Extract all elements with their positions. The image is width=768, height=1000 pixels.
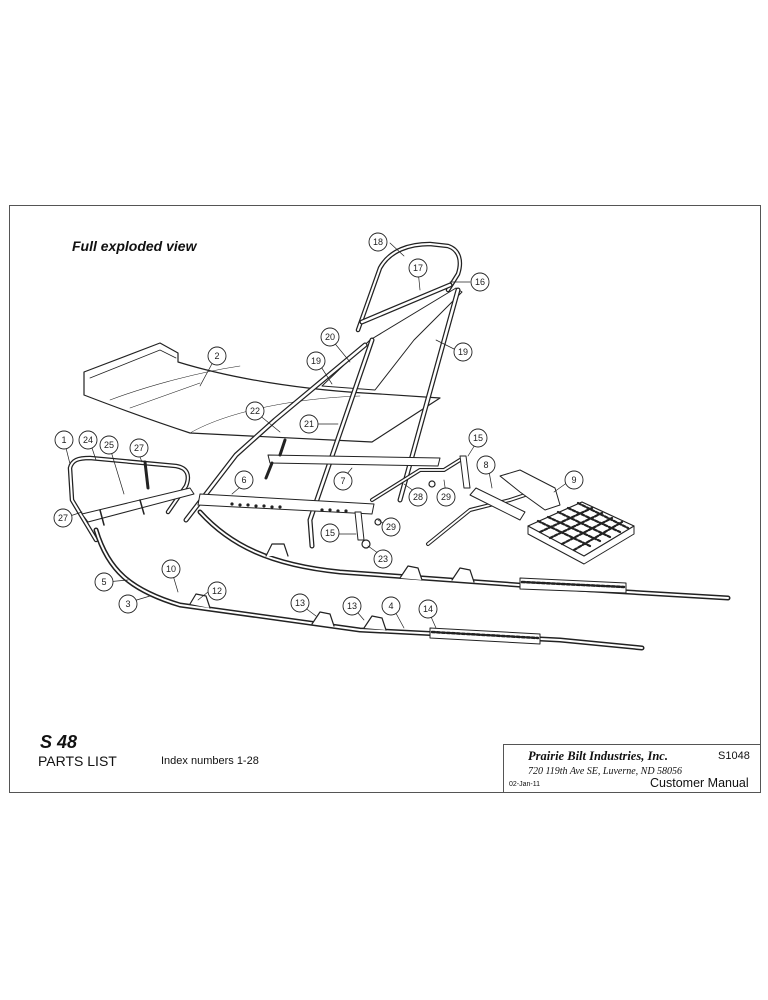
callout-5: 5	[101, 577, 106, 587]
callout-circles	[53, 232, 584, 619]
callout-9: 9	[571, 475, 576, 485]
callout-22: 22	[250, 406, 260, 416]
cross-bar-lower	[197, 493, 375, 515]
footboard-grid	[527, 501, 635, 565]
callout-19-left: 19	[311, 356, 321, 366]
callout-13-left: 13	[295, 598, 305, 608]
callout-27-lower: 27	[58, 513, 68, 523]
callout-29-lower: 29	[386, 522, 396, 532]
callout-14: 14	[423, 604, 433, 614]
runner-left	[93, 527, 645, 651]
callout-19-right: 19	[458, 347, 468, 357]
runner-right	[197, 509, 731, 601]
callout-6: 6	[241, 475, 246, 485]
cross-bar-upper	[264, 438, 441, 480]
callout-7: 7	[340, 476, 345, 486]
callout-4: 4	[388, 601, 393, 611]
company-name: Prairie Bilt Industries, Inc.	[528, 749, 668, 763]
view-title: Full exploded view	[72, 238, 197, 254]
hitch-posts	[354, 455, 471, 549]
callout-2: 2	[214, 351, 219, 361]
callout-numbers: 2 22 21 20 19 18 17 16 19 6 7 15 8 9 28 …	[58, 237, 577, 614]
callout-25: 25	[104, 440, 114, 450]
callout-28: 28	[413, 492, 423, 502]
callout-1: 1	[61, 435, 66, 445]
callout-27-upper: 27	[134, 443, 144, 453]
document-number: S1048	[718, 750, 750, 762]
cargo-cover	[83, 342, 441, 443]
manual-title: Customer Manual	[650, 776, 749, 790]
index-range-label: Index numbers 1-28	[161, 755, 259, 767]
revision-date: 02-Jan-11	[509, 781, 541, 788]
callout-17: 17	[413, 263, 423, 273]
callout-16: 16	[475, 277, 485, 287]
callout-15-upper: 15	[473, 433, 483, 443]
callout-12: 12	[212, 586, 222, 596]
callout-15-lower: 15	[325, 528, 335, 538]
parts-list-label: PARTS LIST	[38, 753, 117, 769]
backrest-handle	[355, 241, 463, 333]
callout-24: 24	[83, 435, 93, 445]
callout-21: 21	[304, 419, 314, 429]
callout-18: 18	[373, 237, 383, 247]
callout-23: 23	[378, 554, 388, 564]
title-block: Prairie Bilt Industries, Inc. S1048 720 …	[503, 744, 761, 793]
front-hoop	[67, 455, 195, 543]
callout-3: 3	[125, 599, 130, 609]
callout-13-right: 13	[347, 601, 357, 611]
callout-10: 10	[166, 564, 176, 574]
callout-29-upper: 29	[441, 492, 451, 502]
hitch-tongue	[370, 458, 561, 546]
model-number: S 48	[40, 732, 78, 752]
callout-20: 20	[325, 332, 335, 342]
company-address: 720 119th Ave SE, Luverne, ND 58056	[528, 766, 683, 777]
callout-8: 8	[483, 460, 488, 470]
drawing-frame	[9, 205, 761, 793]
